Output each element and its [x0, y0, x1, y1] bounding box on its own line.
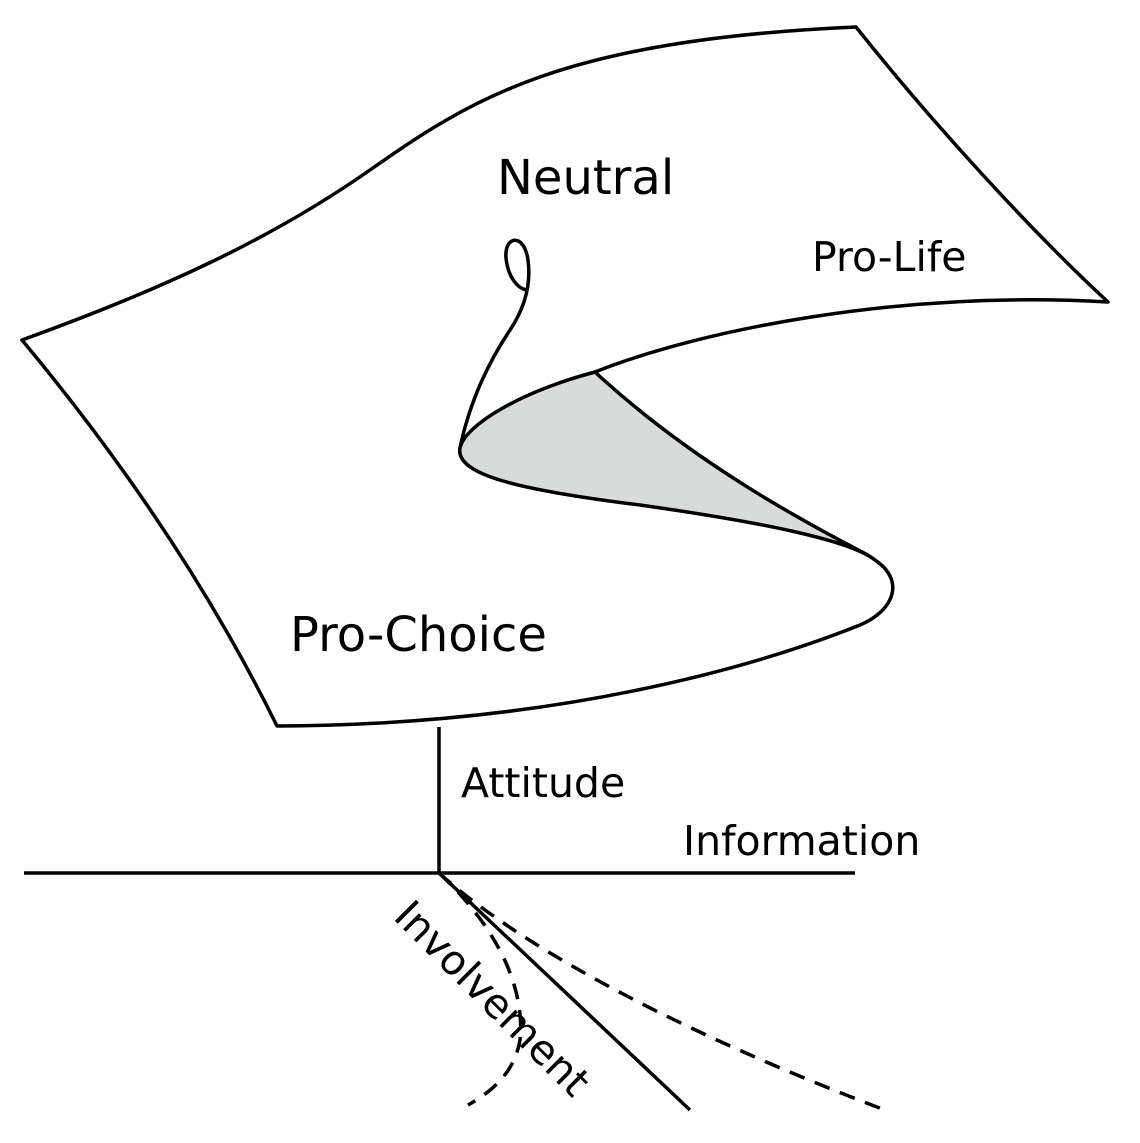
- neutral-label: Neutral: [497, 150, 674, 206]
- attitude-label: Attitude: [461, 759, 625, 807]
- fold-shaded-region: [459, 372, 868, 555]
- bifurcation-curve-left: [437, 871, 523, 1107]
- information-label: Information: [683, 817, 920, 865]
- involvement-axis: [437, 871, 692, 1112]
- fold-edge-line: [593, 370, 870, 557]
- bifurcation-curve-right: [437, 871, 891, 1114]
- cusp-curl: [458, 238, 531, 450]
- pro-life-label: Pro-Life: [812, 233, 967, 281]
- surface-outline: [20, 25, 1110, 728]
- pro-choice-label: Pro-Choice: [290, 607, 547, 663]
